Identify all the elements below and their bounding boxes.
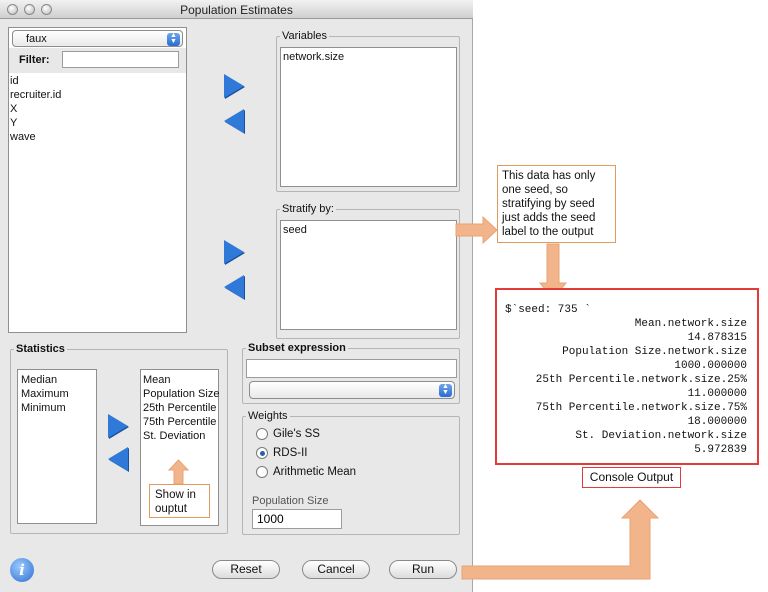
list-item[interactable]: Population Size (143, 388, 220, 400)
stratify-group (276, 209, 460, 339)
remove-statistic-arrow-icon[interactable] (108, 447, 128, 471)
variable-list-panel: faux ▲▼ Filter: id recruiter.id X Y wave (8, 27, 187, 333)
zoom-window-button[interactable] (41, 4, 52, 15)
giles-ss-radio[interactable] (256, 428, 268, 440)
stratify-annotation-note: This data has only one seed, so stratify… (497, 165, 616, 243)
console-output-label: Console Output (582, 467, 681, 488)
chevron-updown-icon: ▲▼ (167, 32, 180, 46)
list-item[interactable]: wave (10, 131, 36, 143)
population-estimates-window: Population Estimates faux ▲▼ Filter: id … (0, 0, 473, 592)
subset-select[interactable]: ▲▼ (249, 381, 455, 399)
variables-list: id recruiter.id X Y wave (10, 74, 185, 144)
filter-input[interactable] (62, 51, 179, 68)
console-line: 1000.000000 (674, 360, 747, 372)
stratify-box[interactable]: seed (280, 220, 457, 330)
console-line: Mean.network.size (634, 318, 747, 330)
list-item[interactable]: Maximum (21, 388, 69, 400)
stratify-group-label: Stratify by: (280, 203, 336, 215)
title-bar (0, 0, 473, 19)
console-line: 75th Percentile.network.size.75% (535, 402, 747, 414)
list-item[interactable]: 25th Percentile (143, 402, 217, 414)
rds-ii-radio[interactable] (256, 447, 268, 459)
cancel-button[interactable]: Cancel (302, 560, 370, 579)
statistics-group (10, 349, 228, 534)
list-item[interactable]: 75th Percentile (143, 416, 217, 428)
list-item[interactable]: Minimum (21, 402, 66, 414)
weights-group-label: Weights (246, 410, 290, 422)
available-statistics-list[interactable]: Median Maximum Minimum (17, 369, 97, 524)
list-item[interactable]: Y (10, 117, 18, 129)
list-item[interactable]: X (10, 103, 18, 115)
arithmetic-mean-radio[interactable] (256, 466, 268, 478)
population-size-label: Population Size (252, 495, 329, 507)
console-line: 5.972839 (694, 444, 747, 456)
dataset-select[interactable]: faux ▲▼ (12, 30, 183, 47)
variables-group (276, 36, 460, 192)
console-line: Population Size.network.size (562, 346, 747, 358)
remove-stratify-arrow-icon[interactable] (224, 275, 244, 299)
reset-button[interactable]: Reset (212, 560, 280, 579)
statistics-group-label: Statistics (14, 343, 67, 355)
add-stratify-arrow-icon[interactable] (224, 240, 244, 264)
console-line: 14.878315 (687, 332, 747, 344)
subset-expression-input[interactable] (246, 359, 457, 378)
list-item[interactable]: recruiter.id (10, 89, 62, 101)
console-line: 11.000000 (687, 388, 747, 400)
variables-box[interactable]: network.size (280, 47, 457, 187)
list-item[interactable]: St. Deviation (143, 430, 206, 442)
console-line: 18.000000 (687, 416, 747, 428)
console-output-box: $`seed: 735 ` Mean.network.size 14.87831… (495, 288, 759, 465)
stratify-note-arrow (455, 215, 498, 245)
list-item[interactable]: seed (283, 224, 307, 236)
subset-group-label: Subset expression (246, 342, 348, 354)
show-in-output-arrow (167, 459, 190, 485)
filter-label: Filter: (19, 54, 50, 66)
add-variable-arrow-icon[interactable] (224, 74, 244, 98)
weights-group (242, 416, 460, 535)
list-item[interactable]: Median (21, 374, 58, 386)
list-item[interactable]: Mean (143, 374, 171, 386)
remove-variable-arrow-icon[interactable] (224, 109, 244, 133)
filter-row: Filter: (9, 48, 186, 73)
close-window-button[interactable] (7, 4, 18, 15)
population-size-input[interactable] (252, 509, 342, 529)
minimize-window-button[interactable] (24, 4, 35, 15)
variables-group-label: Variables (280, 30, 330, 42)
rds-ii-label[interactable]: RDS-II (273, 447, 308, 459)
window-title: Population Estimates (180, 3, 293, 17)
console-line: $`seed: 735 ` (505, 304, 591, 316)
show-in-output-note: Show in ouptut (149, 484, 210, 518)
list-item[interactable]: id (10, 75, 19, 87)
console-line: 25th Percentile.network.size.25% (535, 374, 747, 386)
subset-group (242, 348, 460, 404)
arithmetic-mean-label[interactable]: Arithmetic Mean (273, 466, 357, 478)
list-item[interactable]: network.size (283, 51, 345, 63)
giles-ss-label[interactable]: Gile's SS (273, 428, 320, 440)
add-statistic-arrow-icon[interactable] (108, 414, 128, 438)
chevron-updown-icon: ▲▼ (439, 383, 452, 397)
info-icon[interactable]: i (10, 558, 34, 582)
console-line: St. Deviation.network.size (575, 430, 747, 442)
run-button[interactable]: Run (389, 560, 457, 579)
dataset-select-value: faux (26, 33, 47, 45)
run-to-console-arrow (461, 499, 660, 580)
